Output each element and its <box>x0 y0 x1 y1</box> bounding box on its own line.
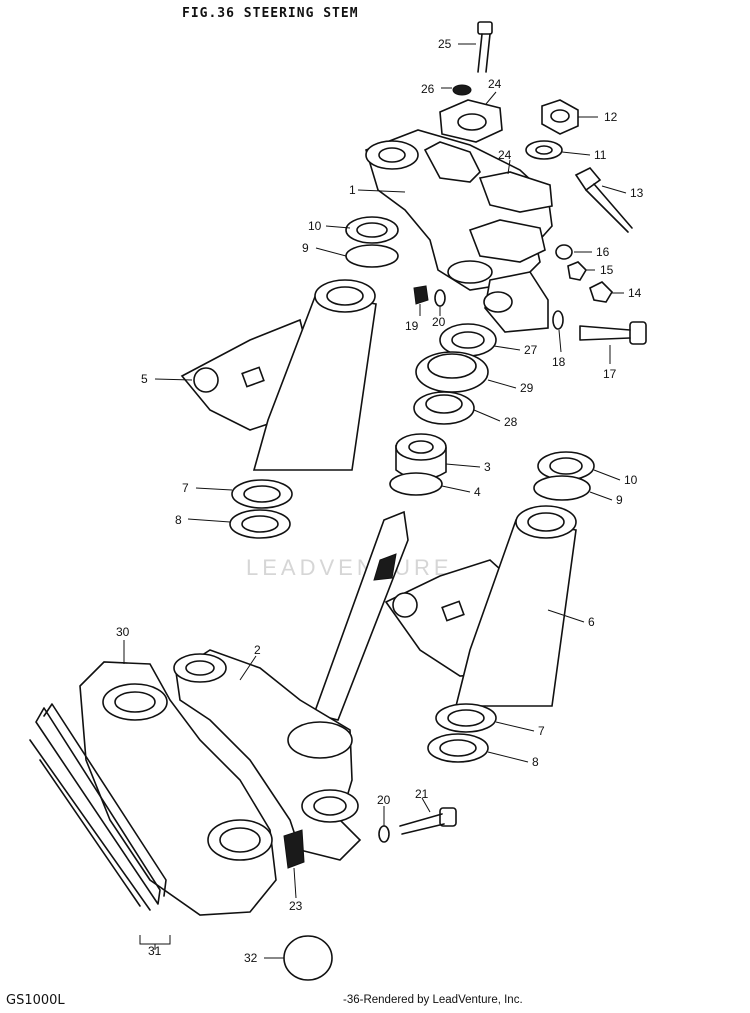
callout-30: 30 <box>116 625 130 639</box>
figure-title: FIG.36 STEERING STEM <box>182 6 359 21</box>
handlebar-holder-24-top <box>439 99 503 143</box>
callout-13: 13 <box>630 186 644 200</box>
seal-part-27 <box>439 323 497 357</box>
callout-3: 3 <box>484 460 491 474</box>
bearing-part-29 <box>415 351 489 393</box>
race-part-28 <box>413 391 475 425</box>
footer-credit: -36-Rendered by LeadVenture, Inc. <box>343 994 523 1006</box>
callout-21: 21 <box>415 787 429 801</box>
upper-bracket-boss <box>483 271 549 333</box>
part-19 <box>413 285 429 305</box>
cap-part-32 <box>283 935 333 981</box>
callout-6: 6 <box>588 615 595 629</box>
washer-part-16 <box>555 244 573 260</box>
bolt-part-17 <box>579 321 647 345</box>
callout-18: 18 <box>552 355 566 369</box>
leader-lines <box>123 43 627 959</box>
callout-17: 17 <box>603 367 617 381</box>
bolt-part-25 <box>477 21 493 73</box>
callout-31: 31 <box>148 944 162 958</box>
callout-20: 20 <box>432 315 446 329</box>
washer-part-11 <box>525 140 563 160</box>
callout-8-left: 8 <box>175 513 182 527</box>
callout-2: 2 <box>254 643 261 657</box>
fork-cover-left-part-5 <box>180 279 377 471</box>
nut-part-14 <box>589 281 614 303</box>
callout-14: 14 <box>628 286 642 300</box>
callout-24-lower: 24 <box>498 148 512 162</box>
steering-stem-part-2 <box>173 510 409 861</box>
washer-part-26 <box>452 84 472 96</box>
callout-25: 25 <box>438 37 452 51</box>
callout-15: 15 <box>600 263 614 277</box>
model-code: GS1000L <box>6 993 65 1008</box>
washer-part-20-lower <box>378 825 390 843</box>
bolt-part-13 <box>574 167 633 233</box>
callout-10-upper: 10 <box>308 219 322 233</box>
lower-cover-part-30 <box>79 661 277 916</box>
callout-20-lower: 20 <box>377 793 391 807</box>
callout-27: 27 <box>524 343 538 357</box>
ring-part-9-right <box>533 475 591 501</box>
nut-part-15 <box>567 261 588 281</box>
washer-part-18 <box>552 310 564 330</box>
callout-11: 11 <box>594 148 607 162</box>
part-20 <box>434 289 446 307</box>
upper-bracket-part-1 <box>365 129 553 291</box>
callout-1: 1 <box>349 183 356 197</box>
callout-29: 29 <box>520 381 534 395</box>
ring-part-7-left <box>231 479 293 509</box>
callout-12: 12 <box>604 110 618 124</box>
callout-5: 5 <box>141 372 148 386</box>
callout-19: 19 <box>405 319 419 333</box>
callout-16: 16 <box>596 245 610 259</box>
callout-28: 28 <box>504 415 518 429</box>
callout-7-left: 7 <box>182 481 189 495</box>
ring-part-10-left <box>345 216 399 244</box>
callout-9-upper: 9 <box>302 241 309 255</box>
callout-9-right: 9 <box>616 493 623 507</box>
callout-7-right: 7 <box>538 724 545 738</box>
fork-cover-right-part-6 <box>384 505 577 707</box>
ring-part-7-right <box>435 703 497 733</box>
ring-part-8-right <box>427 733 489 763</box>
callout-23: 23 <box>289 899 303 913</box>
strip-part-31 <box>29 703 167 911</box>
clamp-part-23 <box>283 829 305 869</box>
callout-32: 32 <box>244 951 258 965</box>
bolt-part-21 <box>399 807 457 835</box>
ring-part-8-left <box>229 509 291 539</box>
callout-10-right: 10 <box>624 473 638 487</box>
callout-26: 26 <box>421 82 435 96</box>
callout-24-top: 24 <box>488 77 502 91</box>
callout-8-right: 8 <box>532 755 539 769</box>
ring-part-9-left <box>345 244 399 268</box>
callout-labels: 25 26 24 12 11 24 1 13 10 9 16 15 14 19 … <box>116 37 644 965</box>
watermark-text: LEADVENTURE <box>246 555 453 580</box>
callout-4: 4 <box>474 485 481 499</box>
nut-part-12 <box>541 99 579 135</box>
race-part-4 <box>389 472 443 496</box>
